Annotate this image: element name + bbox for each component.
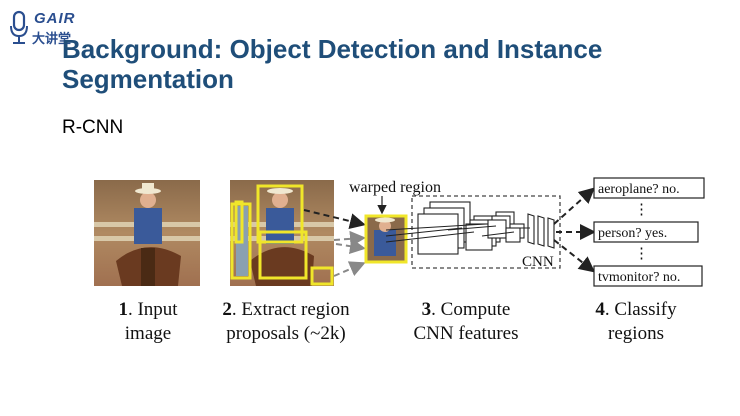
rcnn-pipeline-graphic: warped region bbox=[94, 177, 705, 287]
cnn-layers bbox=[417, 201, 555, 255]
step-1-line-2: image bbox=[124, 323, 172, 344]
class-box-tvmonitor: tvmonitor? no. bbox=[593, 265, 703, 287]
rcnn-diagram: warped region bbox=[86, 166, 726, 301]
input-image bbox=[94, 180, 200, 286]
step-4-number: 4 bbox=[595, 299, 605, 320]
gair-logo: GAIR 大讲堂 bbox=[8, 8, 88, 48]
warped-region-label: warped region bbox=[349, 179, 441, 196]
step-1-line-1: . Input bbox=[127, 299, 178, 320]
step-4-line-2: regions bbox=[608, 323, 664, 344]
step-2-number: 2 bbox=[222, 299, 232, 320]
step-1-caption: 1. Input image bbox=[98, 298, 198, 346]
step-2-caption: 2. Extract region proposals (~2k) bbox=[206, 298, 366, 346]
step-3-caption: 3. Compute CNN features bbox=[396, 298, 536, 346]
cnn-connections bbox=[385, 223, 530, 243]
ellipsis-2: ⋮ bbox=[634, 246, 649, 262]
step-2-line-2: proposals (~2k) bbox=[226, 323, 346, 344]
slide-subtitle: R-CNN bbox=[62, 117, 124, 138]
logo-subtext: 大讲堂 bbox=[32, 32, 72, 47]
microphone-icon bbox=[10, 10, 28, 44]
class-label-tvmonitor: tvmonitor? no. bbox=[598, 270, 680, 285]
warped-region-image bbox=[364, 214, 408, 264]
step-2-line-1: . Extract region bbox=[231, 299, 350, 320]
class-box-aeroplane: aeroplane? no. bbox=[593, 177, 705, 199]
class-label-person: person? yes. bbox=[598, 226, 667, 241]
logo-text: GAIR bbox=[34, 10, 76, 27]
step-4-line-1: . Classify bbox=[604, 299, 677, 320]
step-3-number: 3 bbox=[421, 299, 432, 320]
step-3-line-2: CNN features bbox=[413, 323, 519, 344]
class-label-aeroplane: aeroplane? no. bbox=[598, 182, 680, 197]
proposal-image bbox=[230, 180, 334, 286]
step-1-number: 1 bbox=[118, 299, 128, 320]
step-3-line-1: . Compute bbox=[431, 299, 511, 320]
cnn-label: CNN bbox=[522, 254, 554, 270]
class-box-person: person? yes. bbox=[593, 221, 699, 243]
step-4-caption: 4. Classify regions bbox=[576, 298, 696, 346]
slide-title: Background: Object Detection and Instanc… bbox=[62, 34, 603, 94]
ellipsis-1: ⋮ bbox=[634, 202, 649, 218]
